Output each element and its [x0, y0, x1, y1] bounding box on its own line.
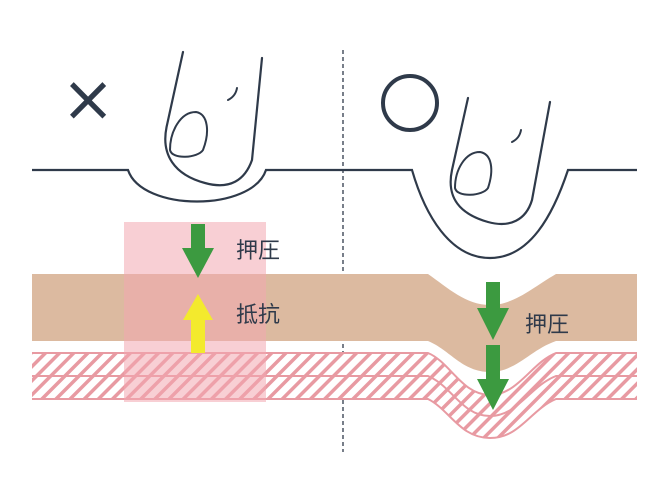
left-pressure-label: 押圧 — [236, 239, 280, 264]
left-pressure-arrow — [182, 224, 214, 278]
right-fingernail — [454, 151, 493, 196]
left-finger-crease — [227, 87, 238, 101]
correct-mark — [381, 74, 439, 132]
right-hatch-line-bottom — [343, 398, 637, 440]
right-finger-crease — [511, 129, 522, 143]
right-finger — [449, 96, 552, 226]
right-pressure-arrow-lower — [477, 345, 509, 410]
left-resistance-label: 抵抗 — [236, 303, 280, 328]
right-pressure-label: 押圧 — [525, 313, 569, 338]
left-finger — [164, 50, 264, 187]
left-panel — [32, 50, 343, 402]
right-panel — [343, 96, 637, 440]
left-fingernail — [169, 111, 209, 158]
right-surface-line — [343, 168, 637, 260]
right-hatch-line-mid — [343, 375, 637, 418]
right-pressure-arrow-upper — [477, 282, 509, 340]
wrong-mark: × — [61, 63, 115, 137]
left-resistance-arrow — [183, 294, 213, 353]
left-surface-line — [32, 168, 343, 203]
